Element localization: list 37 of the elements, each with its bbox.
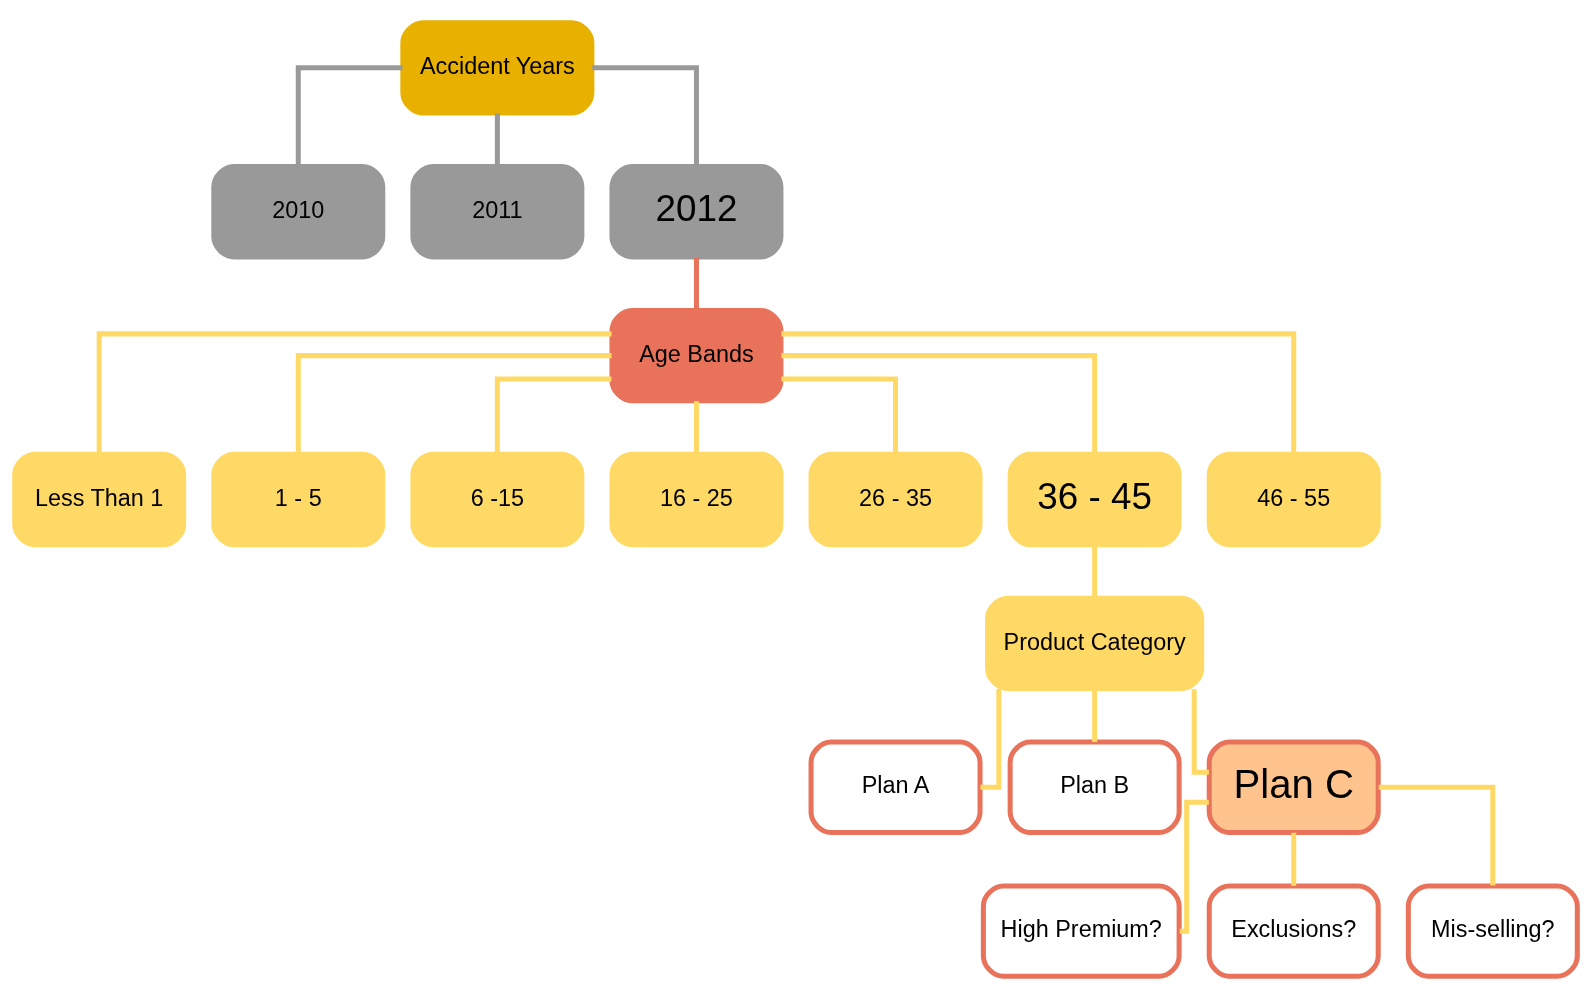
node-box: Accident Years bbox=[400, 20, 595, 116]
node-box: 16 - 25 bbox=[609, 451, 784, 548]
node-box: 36 - 45 bbox=[1007, 451, 1182, 548]
connector bbox=[592, 65, 699, 167]
node-box: 26 - 35 bbox=[808, 451, 983, 548]
connector bbox=[494, 113, 500, 167]
node-box: High Premium? bbox=[980, 883, 1182, 979]
connector bbox=[1191, 689, 1209, 775]
node-box: 2011 bbox=[410, 164, 585, 260]
connector bbox=[980, 688, 1002, 790]
connector bbox=[1291, 832, 1297, 886]
connector bbox=[781, 376, 899, 454]
node-box: Product Category bbox=[985, 595, 1205, 692]
connector bbox=[1179, 799, 1209, 934]
connector bbox=[1092, 688, 1098, 743]
node-box: 2010 bbox=[211, 164, 386, 260]
node-box: Exclusions? bbox=[1206, 883, 1381, 979]
node-box: 2012 bbox=[609, 164, 784, 260]
node-box: Age Bands bbox=[609, 307, 784, 404]
node-box: Plan B bbox=[1007, 739, 1182, 835]
node-box: Plan A bbox=[808, 739, 983, 835]
connector bbox=[295, 353, 612, 454]
connector bbox=[295, 65, 403, 167]
connector bbox=[1092, 545, 1098, 599]
connector bbox=[1378, 784, 1496, 886]
node-box: Plan C bbox=[1206, 739, 1381, 835]
connector bbox=[96, 331, 612, 455]
connector bbox=[693, 257, 699, 311]
node-box: Less Than 1 bbox=[12, 451, 187, 548]
connector bbox=[494, 376, 612, 454]
node-box: 46 - 55 bbox=[1206, 451, 1381, 548]
connector bbox=[781, 353, 1098, 454]
connector bbox=[781, 331, 1297, 455]
node-box: Mis-selling? bbox=[1405, 883, 1580, 979]
node-box: 6 -15 bbox=[410, 451, 585, 548]
node-box: 1 - 5 bbox=[211, 451, 386, 548]
connector bbox=[693, 401, 699, 455]
